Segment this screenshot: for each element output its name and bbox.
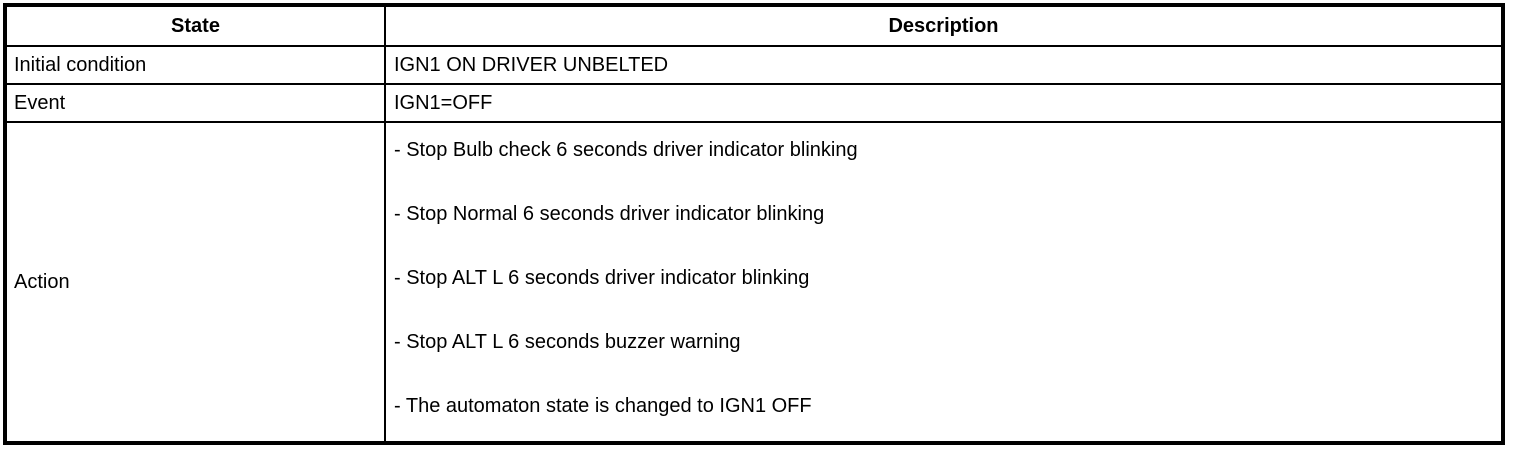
action-description-cell: - Stop Bulb check 6 seconds driver indic… (384, 121, 1504, 444)
action-item: - Stop ALT L 6 seconds driver indicator … (394, 267, 810, 289)
event-value: IGN1=OFF (384, 83, 1504, 123)
action-item: - Stop Bulb check 6 seconds driver indic… (394, 139, 858, 161)
header-state: State (4, 4, 386, 47)
initial-condition-label: Initial condition (4, 45, 386, 85)
header-row: State Description (4, 4, 1504, 47)
action-item: - The automaton state is changed to IGN1… (394, 395, 812, 417)
action-item: - Stop Normal 6 seconds driver indicator… (394, 203, 825, 225)
row-initial-condition: Initial condition IGN1 ON DRIVER UNBELTE… (4, 45, 1504, 85)
action-item: - Stop ALT L 6 seconds buzzer warning (394, 331, 741, 353)
header-description: Description (384, 4, 1504, 47)
action-list: - Stop Bulb check 6 seconds driver indic… (394, 139, 1501, 417)
initial-condition-value: IGN1 ON DRIVER UNBELTED (384, 45, 1504, 85)
event-label: Event (4, 83, 386, 123)
row-event: Event IGN1=OFF (4, 83, 1504, 123)
action-label: Action (4, 121, 386, 444)
row-action: Action - Stop Bulb check 6 seconds drive… (4, 121, 1504, 444)
state-description-table: State Description Initial condition IGN1… (3, 3, 1505, 445)
